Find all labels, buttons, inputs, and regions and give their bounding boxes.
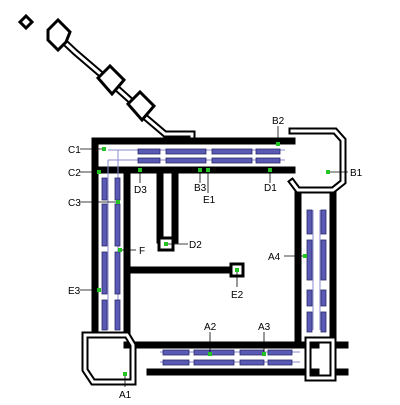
marker-b3 — [198, 168, 202, 172]
label-d3: D3 — [134, 185, 147, 196]
label-a1: A1 — [119, 390, 132, 400]
marker-f — [118, 248, 122, 252]
marker-e2 — [235, 268, 239, 272]
label-e2: E2 — [231, 290, 244, 301]
label-b2: B2 — [272, 116, 285, 127]
rooms — [81, 127, 347, 386]
marker-a3 — [262, 352, 266, 356]
entry-nodes — [17, 13, 157, 123]
label-e3: E3 — [68, 286, 81, 297]
marker-b1 — [326, 170, 330, 174]
label-c2: C2 — [68, 168, 81, 179]
label-d2: D2 — [189, 240, 202, 251]
label-a2: A2 — [204, 322, 217, 333]
labels: C1 C2 C3 E3 F D3 B3 E1 D1 B2 B1 D2 E2 A4… — [68, 116, 363, 401]
label-b1: B1 — [350, 168, 363, 179]
marker-d2 — [164, 242, 168, 246]
marker-e1 — [206, 168, 210, 172]
label-c3: C3 — [68, 198, 81, 209]
label-d1: D1 — [264, 183, 277, 194]
label-a4: A4 — [268, 252, 281, 263]
racks — [101, 148, 327, 366]
markers — [97, 142, 330, 376]
marker-e3 — [97, 288, 101, 292]
marker-c2 — [97, 170, 101, 174]
leader-lines — [80, 126, 348, 387]
label-c1: C1 — [68, 145, 81, 156]
marker-b2 — [276, 142, 280, 146]
marker-d1 — [268, 168, 272, 172]
marker-a2 — [208, 352, 212, 356]
marker-c1 — [102, 147, 106, 151]
label-a3: A3 — [258, 322, 271, 333]
label-f: F — [139, 246, 145, 257]
marker-a4 — [303, 254, 307, 258]
marker-d3 — [138, 168, 142, 172]
marker-a1 — [123, 372, 127, 376]
label-e1: E1 — [203, 195, 216, 206]
walls — [53, 31, 349, 376]
label-b3: B3 — [194, 183, 207, 194]
marker-c3 — [116, 200, 120, 204]
